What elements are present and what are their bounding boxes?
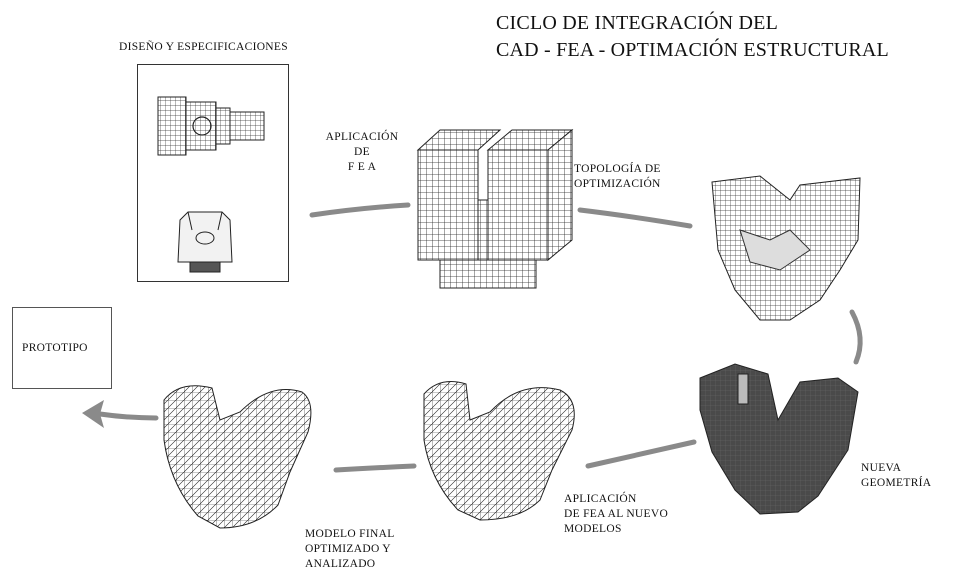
prototype-box: PROTOTIPO	[12, 307, 112, 389]
final-model-mesh	[163, 385, 312, 529]
final-model-label: MODELO FINAL OPTIMIZADO Y ANALIZADO	[305, 527, 395, 572]
new-geometry-label: NUEVA GEOMETRÍA	[861, 461, 931, 491]
design-specs-box	[137, 64, 289, 282]
topology-line-1: TOPOLOGÍA DE	[574, 163, 661, 175]
fea-new-line-2: DE FEA AL NUEVO	[564, 508, 669, 520]
arrow-final-to-prototype	[97, 411, 159, 421]
fea-apply-line-2: DE	[354, 146, 370, 158]
prototype-label: PROTOTIPO	[22, 342, 88, 354]
arrow-fea-to-topology	[577, 207, 693, 229]
arrow-topology-to-geometry	[849, 309, 863, 365]
new-geometry-line-1: NUEVA	[861, 462, 902, 474]
topology-label: TOPOLOGÍA DE OPTIMIZACIÓN	[574, 162, 661, 192]
final-model-line-3: ANALIZADO	[305, 558, 376, 570]
new-geometry-line-2: GEOMETRÍA	[861, 477, 932, 489]
fea-apply-line-3: F E A	[347, 161, 377, 173]
fea-block-mesh	[416, 128, 574, 289]
fea-apply-label: APLICACIÓN DE F E A	[312, 130, 412, 175]
fea-apply-line-1: APLICACIÓN	[325, 131, 399, 143]
final-model-line-1: MODELO FINAL	[305, 528, 395, 540]
topology-line-2: OPTIMIZACIÓN	[574, 178, 661, 190]
diagram-title: CICLO DE INTEGRACIÓN DEL CAD - FEA - OPT…	[496, 10, 889, 64]
final-model-line-2: OPTIMIZADO Y	[305, 543, 391, 555]
topology-mesh	[711, 175, 861, 321]
fea-new-mesh	[423, 381, 575, 521]
arrow-fea-new-to-final	[333, 463, 417, 473]
new-geometry-solid	[699, 363, 859, 515]
fea-new-label: APLICACIÓN DE FEA AL NUEVO MODELOS	[564, 492, 668, 537]
design-label: DISEÑO Y ESPECIFICACIONES	[119, 41, 288, 53]
fea-new-line-3: MODELOS	[564, 523, 622, 535]
fea-new-line-1: APLICACIÓN	[564, 493, 637, 505]
title-line-2: CAD - FEA - OPTIMACIÓN ESTRUCTURAL	[496, 39, 889, 61]
title-line-1: CICLO DE INTEGRACIÓN DEL	[496, 12, 778, 34]
arrow-geometry-to-fea-new	[585, 439, 697, 469]
arrow-design-to-fea	[309, 202, 411, 218]
arrowhead-to-prototype	[82, 400, 104, 428]
